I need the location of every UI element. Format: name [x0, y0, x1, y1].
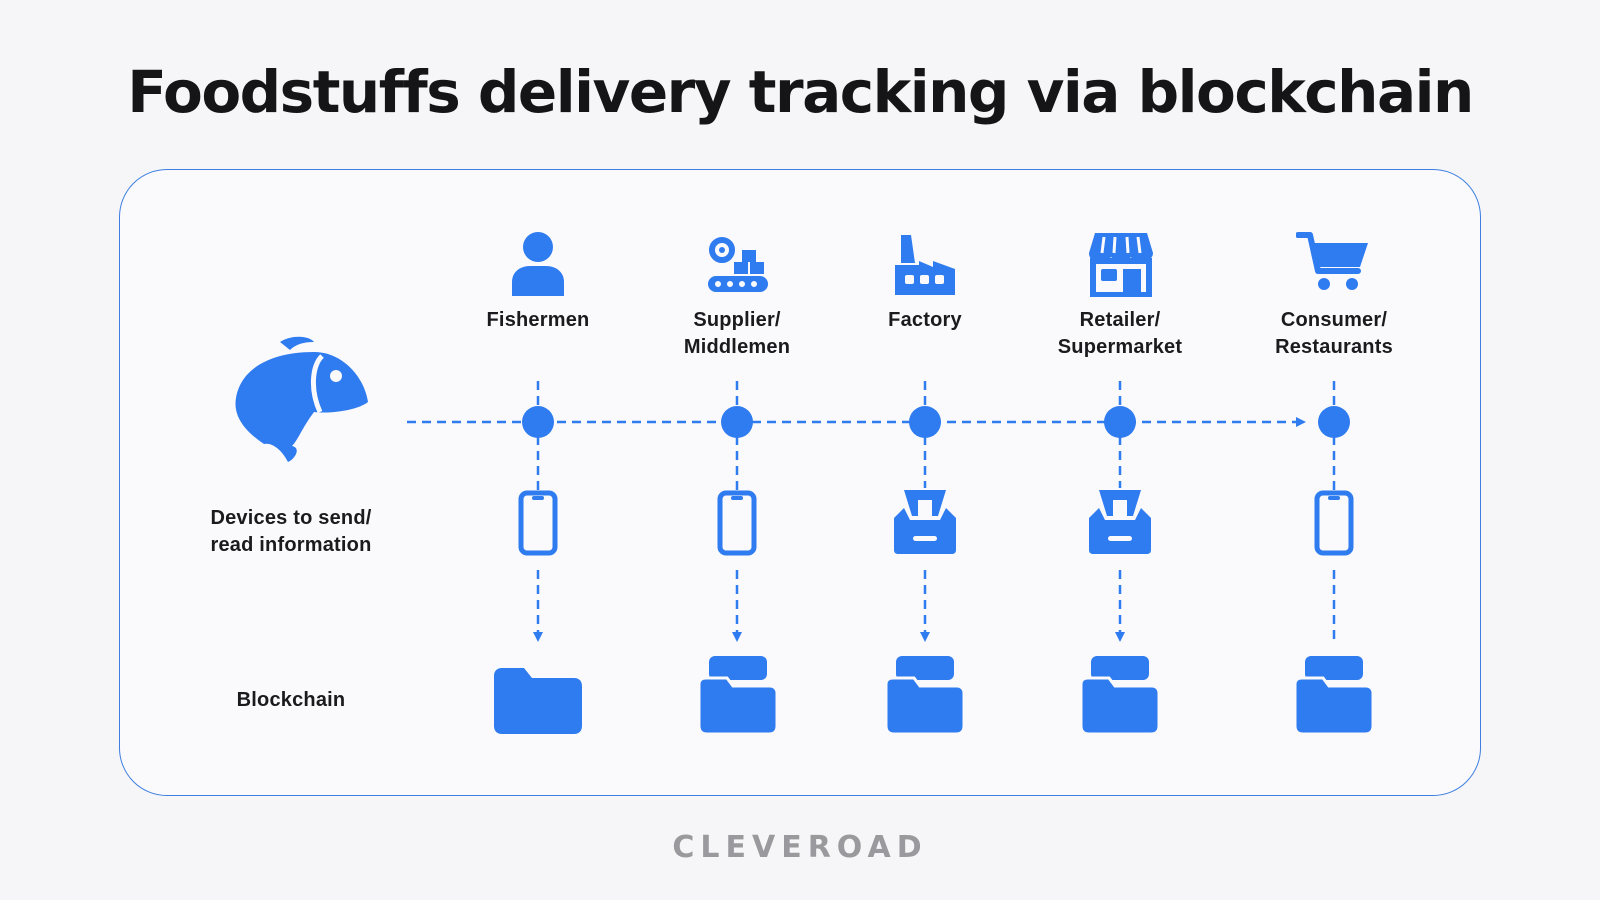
folders-icon — [1295, 656, 1373, 734]
folders-icon — [886, 656, 964, 734]
phone-icon — [717, 490, 757, 556]
factory-icon — [895, 235, 955, 295]
person-icon — [512, 232, 564, 296]
folders-icon — [699, 656, 777, 734]
folder-icon — [494, 668, 582, 734]
stage-node — [1104, 406, 1136, 438]
stage-label-consumer: Consumer/ Restaurants — [1275, 309, 1393, 358]
diagram-panel — [119, 169, 1481, 796]
stage-node — [1318, 406, 1350, 438]
stage-node — [721, 406, 753, 438]
page-title: Foodstuffs delivery tracking via blockch… — [127, 58, 1474, 126]
devices-row-label: Devices to send/ read information — [210, 507, 372, 556]
conveyor-icon — [708, 237, 768, 292]
stage-label-fishermen: Fishermen — [486, 309, 590, 331]
store-icon — [1089, 233, 1153, 297]
scanner-box-icon — [894, 490, 956, 554]
phone-icon — [518, 490, 558, 556]
stage-label-factory: Factory — [888, 309, 962, 331]
cart-icon — [1296, 232, 1368, 290]
phone-icon — [1314, 490, 1354, 556]
stage-label-supplier: Supplier/ Middlemen — [683, 309, 791, 358]
brand-logo: CLEVEROAD — [672, 830, 928, 865]
stage-node — [909, 406, 941, 438]
scanner-box-icon — [1089, 490, 1151, 554]
fish-icon — [235, 336, 368, 462]
stage-node — [522, 406, 554, 438]
stage-label-retailer: Retailer/ Supermarket — [1057, 309, 1183, 358]
folders-icon — [1081, 656, 1159, 734]
blockchain-row-label: Blockchain — [236, 689, 346, 711]
